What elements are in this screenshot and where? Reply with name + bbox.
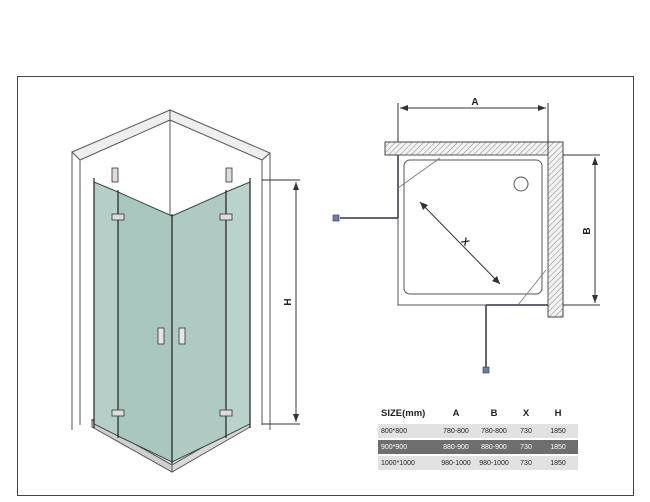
drawing-frame [17, 76, 634, 496]
dimension-b [563, 154, 600, 306]
right-wall-top [169, 109, 271, 161]
cell-b: 780-800 [481, 427, 507, 435]
header-a: A [452, 407, 460, 419]
glass-panels [93, 181, 251, 463]
cell-x: 730 [520, 443, 532, 451]
cell-size: 900*900 [381, 443, 408, 451]
table-row: 800*800 780-800 780-800 730 1850 [378, 424, 578, 438]
dimension-a [397, 103, 549, 142]
height-dimension [262, 179, 300, 425]
drain-icon [513, 176, 529, 192]
cell-h: 1850 [550, 427, 566, 435]
cell-a: 880-900 [443, 443, 469, 451]
right-door-panel [171, 191, 227, 463]
hinge-icon [219, 409, 233, 417]
hinge-icon [111, 213, 125, 221]
cell-x: 730 [520, 459, 532, 467]
cell-a: 980-1000 [441, 459, 471, 467]
handle-icon [157, 327, 165, 345]
header-size: SIZE(mm) [381, 407, 426, 419]
plan-view-tray [397, 154, 549, 306]
hinges [111, 167, 233, 417]
header-b: B [490, 407, 498, 419]
cell-size: 800*800 [381, 427, 408, 435]
cell-x: 730 [520, 427, 532, 435]
door-swing-arcs [397, 157, 547, 306]
dimension-a-label: A [471, 97, 478, 108]
marker-icon [482, 366, 490, 374]
cell-a: 780-800 [443, 427, 469, 435]
marker-icon [332, 214, 340, 222]
handle-icon [178, 327, 186, 345]
cell-b: 880-900 [481, 443, 507, 451]
wall-bracket-icon [225, 167, 233, 183]
wall-bracket-icon [111, 167, 119, 183]
table-row: 900*900 880-900 880-900 730 1850 [378, 440, 578, 454]
hinge-icon [111, 409, 125, 417]
door-markers [332, 214, 490, 374]
plan-view-walls [384, 141, 564, 318]
profiles [93, 178, 251, 464]
left-door-panel [117, 191, 173, 463]
cell-b: 980-1000 [479, 459, 509, 467]
cell-h: 1850 [550, 459, 566, 467]
table-row: 1000*1000 980-1000 980-1000 730 1850 [378, 456, 578, 470]
dimension-b-label: B [582, 227, 593, 234]
size-table: SIZE(mm) A B X H 800*800 780-800 780-800… [378, 404, 578, 470]
header-h: H [554, 407, 562, 419]
hinge-icon [219, 213, 233, 221]
size-table-header: SIZE(mm) A B X H [378, 404, 578, 422]
left-wall-top [71, 109, 171, 161]
cell-size: 1000*1000 [381, 459, 415, 467]
door-handles [157, 327, 186, 345]
cell-h: 1850 [550, 443, 566, 451]
height-label: H [283, 298, 294, 305]
dimension-x [419, 201, 501, 285]
header-x: X [522, 407, 530, 419]
plan-view-glass [340, 155, 548, 372]
